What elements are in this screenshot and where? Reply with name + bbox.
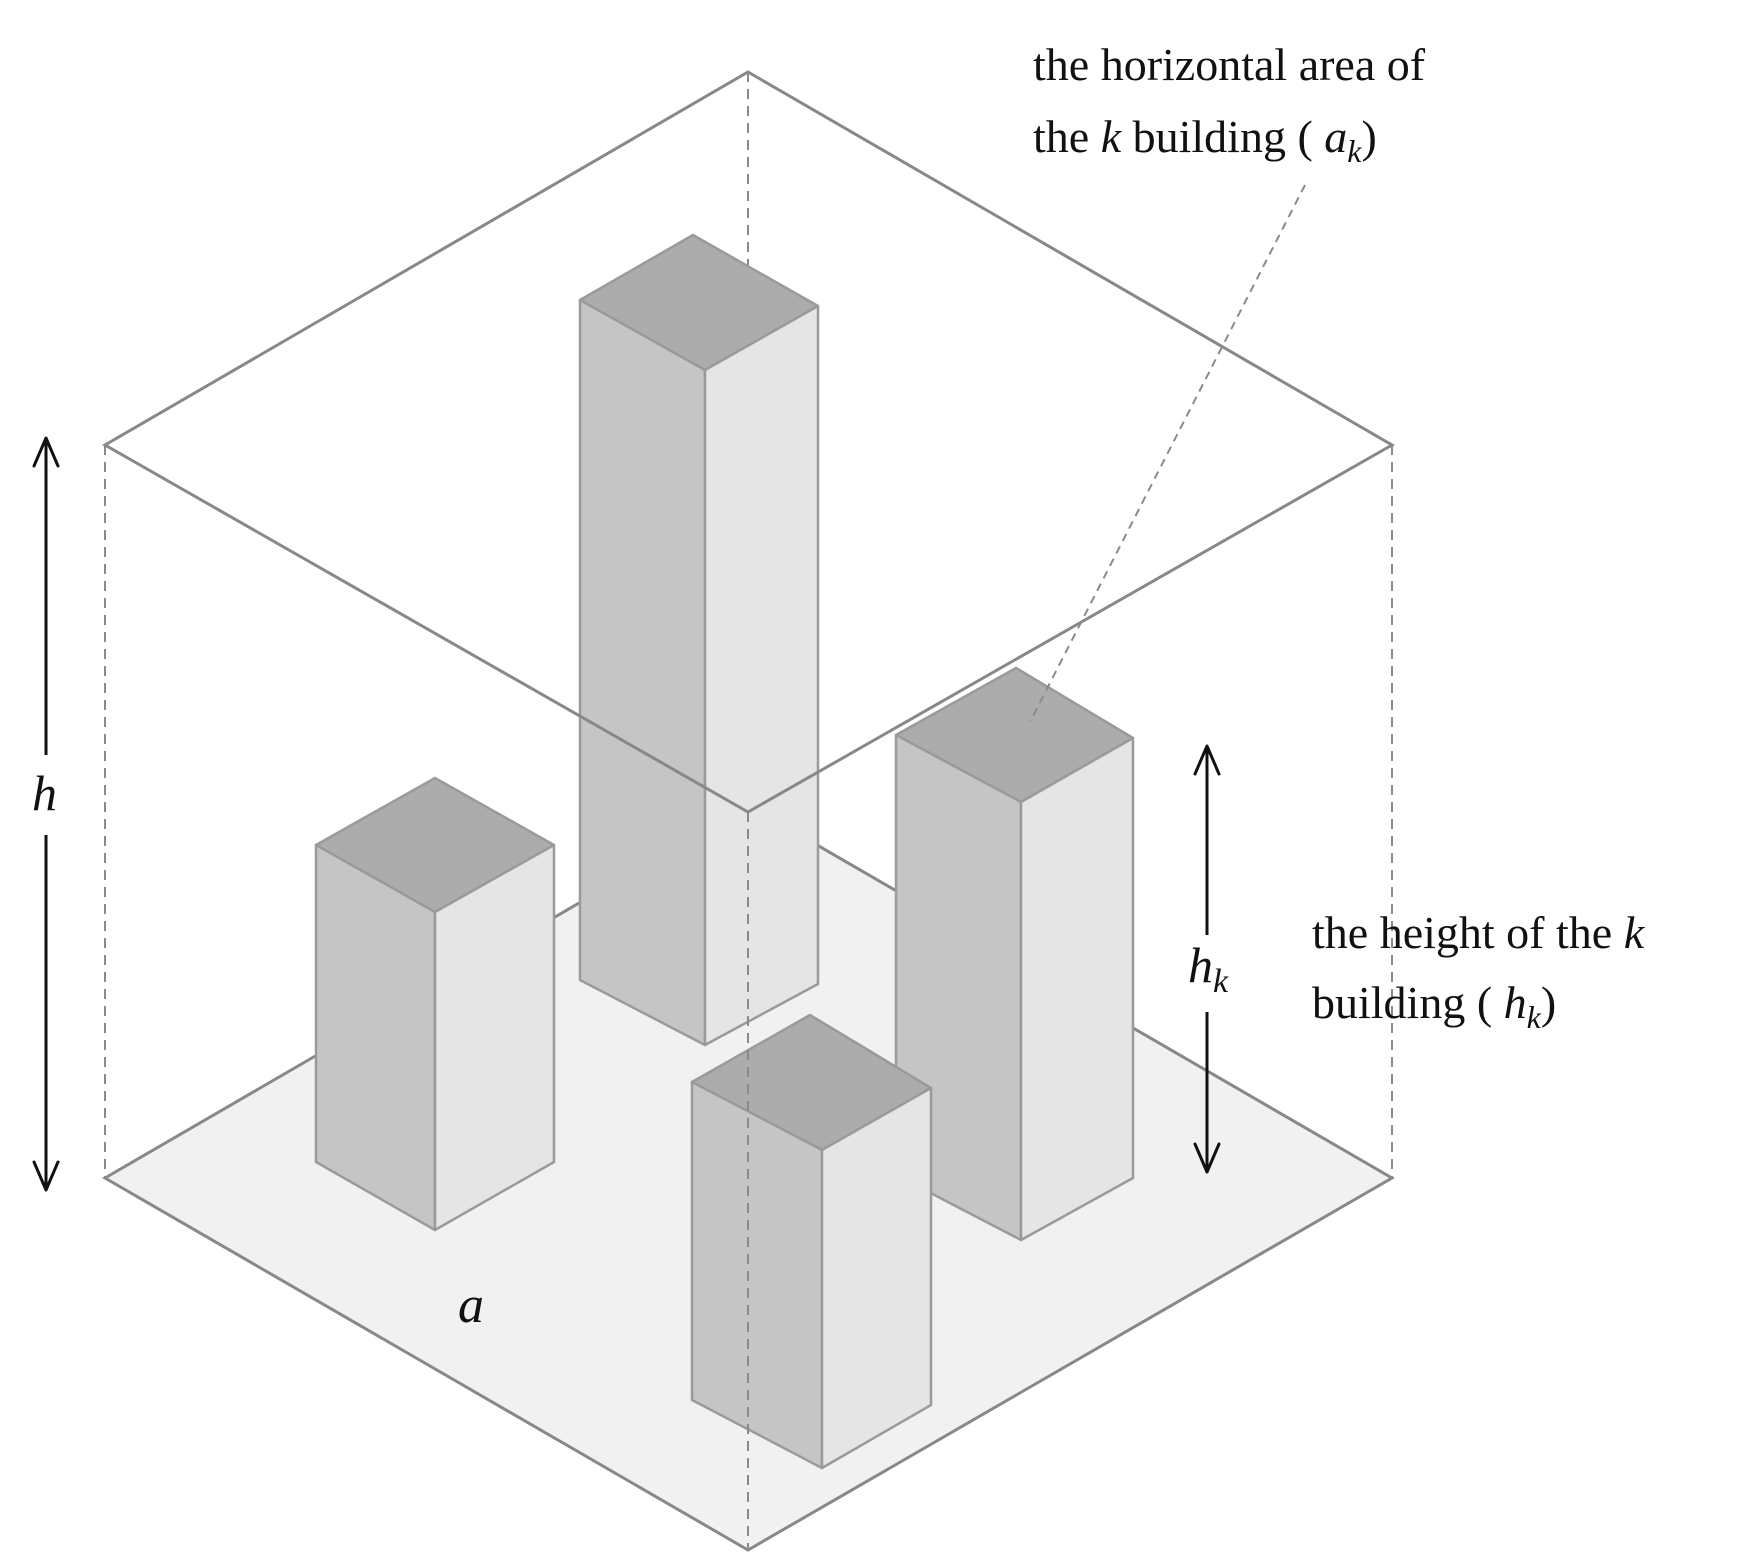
area-label-line2: the k building ( ak)	[1033, 111, 1377, 169]
hk-arrow	[1193, 744, 1221, 1174]
building-left-right-face	[433, 843, 556, 1232]
building-left	[314, 776, 556, 1232]
top-plane	[101, 70, 1396, 814]
building-front-left-face	[690, 1080, 824, 1470]
building-left-left-face	[314, 843, 437, 1232]
building-front-right-face	[820, 1086, 933, 1470]
h-label: h	[32, 765, 57, 821]
height-label-line1: the height of the k	[1312, 907, 1646, 958]
height-label-line2: building ( hk)	[1312, 977, 1556, 1035]
building-right-right-face	[1019, 736, 1135, 1242]
area-label-line1: the horizontal area of	[1033, 39, 1426, 90]
building-tall	[578, 233, 820, 1047]
building-front	[690, 1013, 933, 1470]
hk-label: hk	[1188, 937, 1229, 1000]
building-tall-left-face	[578, 298, 707, 1047]
area-leader-line	[1029, 184, 1306, 723]
building-tall-right-face	[703, 304, 820, 1047]
a-label: a	[458, 1277, 484, 1334]
h-arrow	[32, 436, 60, 1192]
